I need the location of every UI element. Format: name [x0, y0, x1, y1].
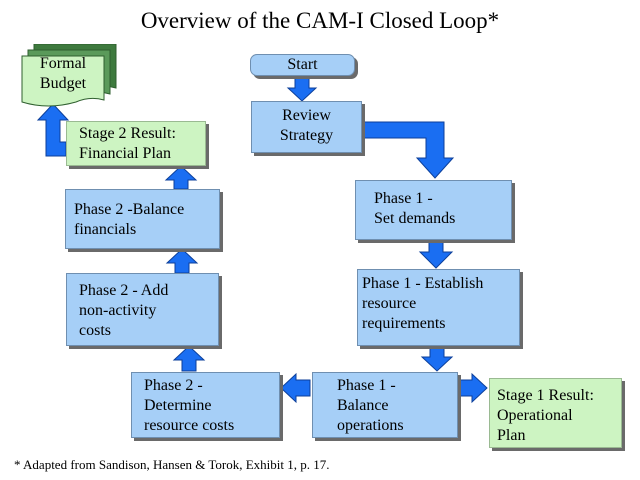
- arrow-setdemands-to-establish: [418, 239, 454, 269]
- footnote: * Adapted from Sandison, Hansen & Torok,…: [14, 457, 330, 472]
- arrow-add-to-balancefin: [165, 248, 199, 274]
- phase2-balance-financials-node: Phase 2 -Balance financials: [65, 189, 220, 249]
- phase2-determine-node: Phase 2 - Determine resource costs: [131, 372, 280, 438]
- arrow-review-to-phase1: [361, 121, 455, 179]
- arrow-establish-to-balance: [420, 345, 454, 372]
- diagram-title: Overview of the CAM-I Closed Loop*: [140, 8, 500, 33]
- arrow-start-to-review: [286, 75, 318, 102]
- phase2-add-node: Phase 2 - Add non-activity costs: [66, 273, 219, 346]
- arrow-balancefin-to-stage2: [164, 165, 198, 190]
- phase1-establish-node: Phase 1 - Establish resource requirement…: [357, 269, 520, 346]
- arrow-stage2-to-budget: [36, 103, 70, 157]
- formal-budget-label: Formal Budget: [39, 55, 87, 92]
- arrow-balance-to-stage1: [457, 372, 488, 404]
- formal-budget-document-icon: [21, 44, 117, 107]
- stage1-result-node: Stage 1 Result: Operational Plan: [489, 378, 622, 448]
- arrow-determine-to-add: [172, 345, 206, 372]
- arrow-balance-to-determine: [280, 372, 311, 404]
- review-strategy-node: Review Strategy: [251, 101, 362, 153]
- phase1-set-demands-node: Phase 1 - Set demands: [355, 180, 512, 240]
- start-node: Start: [250, 54, 355, 76]
- phase1-balance-node: Phase 1 - Balance operations: [312, 372, 458, 438]
- stage2-result-node: Stage 2 Result: Financial Plan: [66, 121, 206, 166]
